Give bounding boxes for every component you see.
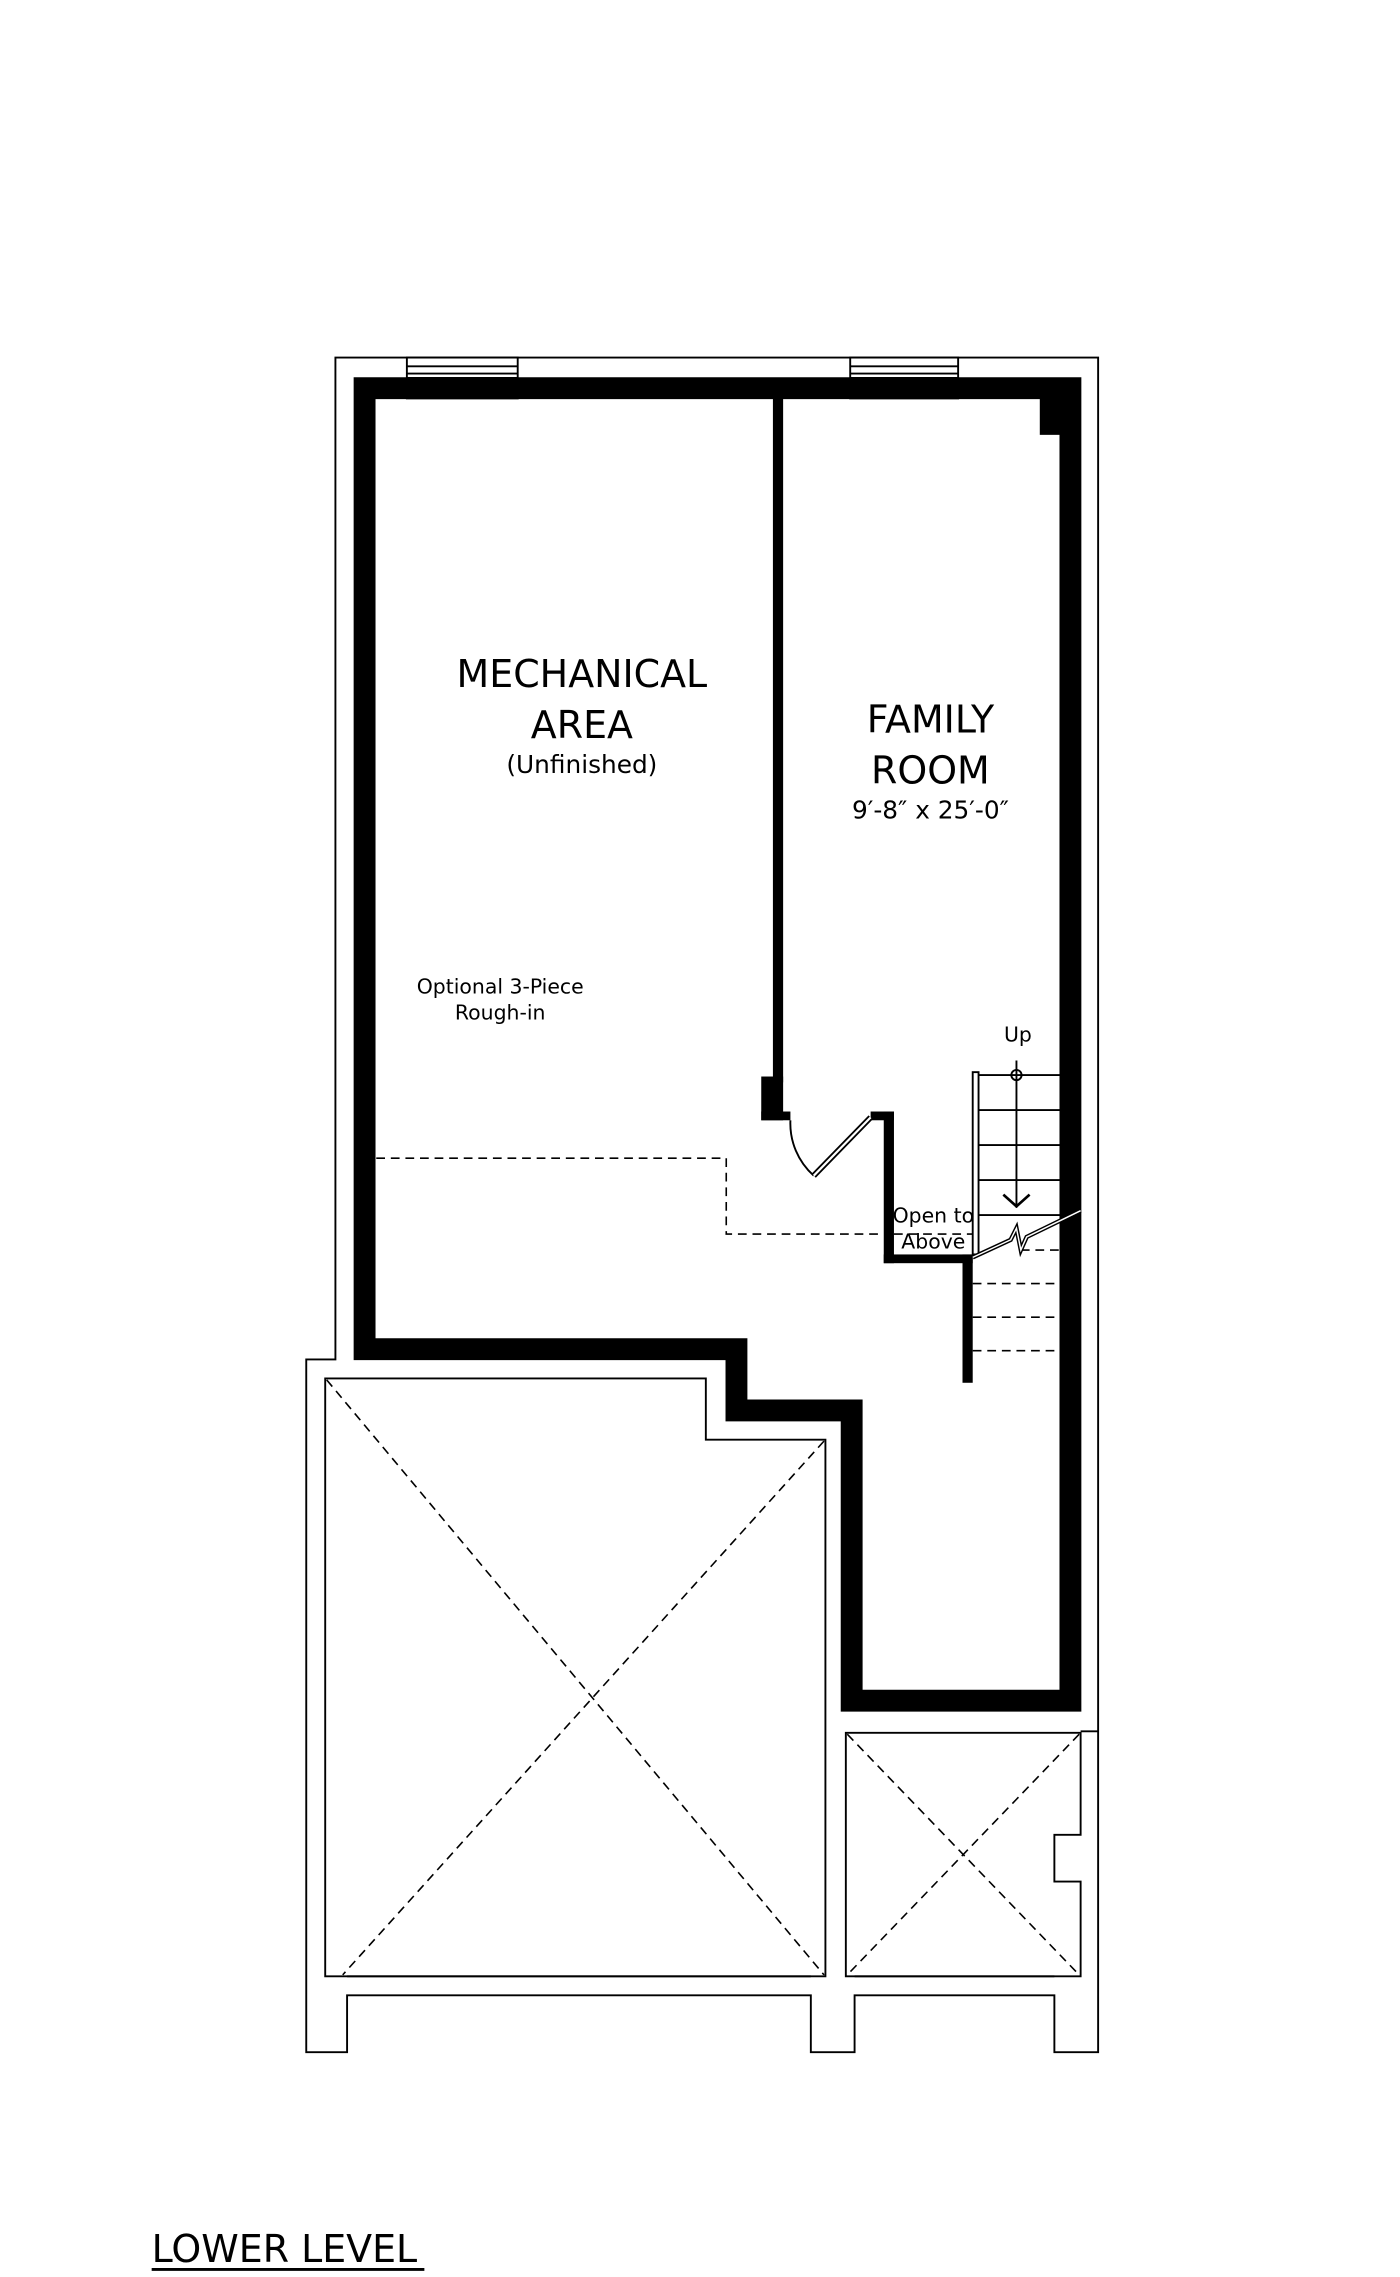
open-to-above-line1: Open to	[893, 1203, 974, 1227]
room-label-area: AREA	[531, 703, 633, 747]
interior-walls	[761, 396, 973, 1383]
level-title: LOWER LEVEL	[152, 2227, 418, 2271]
room-label-mechanical: MECHANICAL	[457, 652, 708, 696]
exterior-outline	[305, 356, 1100, 2054]
arrow-down-icon	[1002, 1193, 1031, 1209]
room-detail-mechanical: (Unfinished)	[506, 750, 657, 779]
open-to-above-line2: Above	[901, 1230, 965, 1254]
open-to-above-outline	[376, 1157, 973, 1235]
rough-in-note-line1: Optional 3-Piece	[417, 974, 584, 998]
window-left	[405, 356, 519, 400]
window-right	[849, 356, 960, 400]
porch-outline	[844, 1731, 1082, 1978]
rough-in-note-line2: Rough-in	[455, 1001, 546, 1025]
garage-outline	[324, 1377, 827, 1978]
stair-up-label: Up	[1004, 1023, 1032, 1047]
staircase	[971, 1060, 1082, 1352]
stair-start-icon	[1010, 1069, 1023, 1082]
exterior-wall	[353, 377, 1082, 1712]
door	[789, 1115, 873, 1178]
room-label-family: FAMILY	[867, 697, 995, 741]
corner-column	[1039, 388, 1061, 435]
room-dimensions-family: 9′-8″ x 25′-0″	[852, 795, 1009, 824]
room-label-room: ROOM	[871, 748, 990, 792]
